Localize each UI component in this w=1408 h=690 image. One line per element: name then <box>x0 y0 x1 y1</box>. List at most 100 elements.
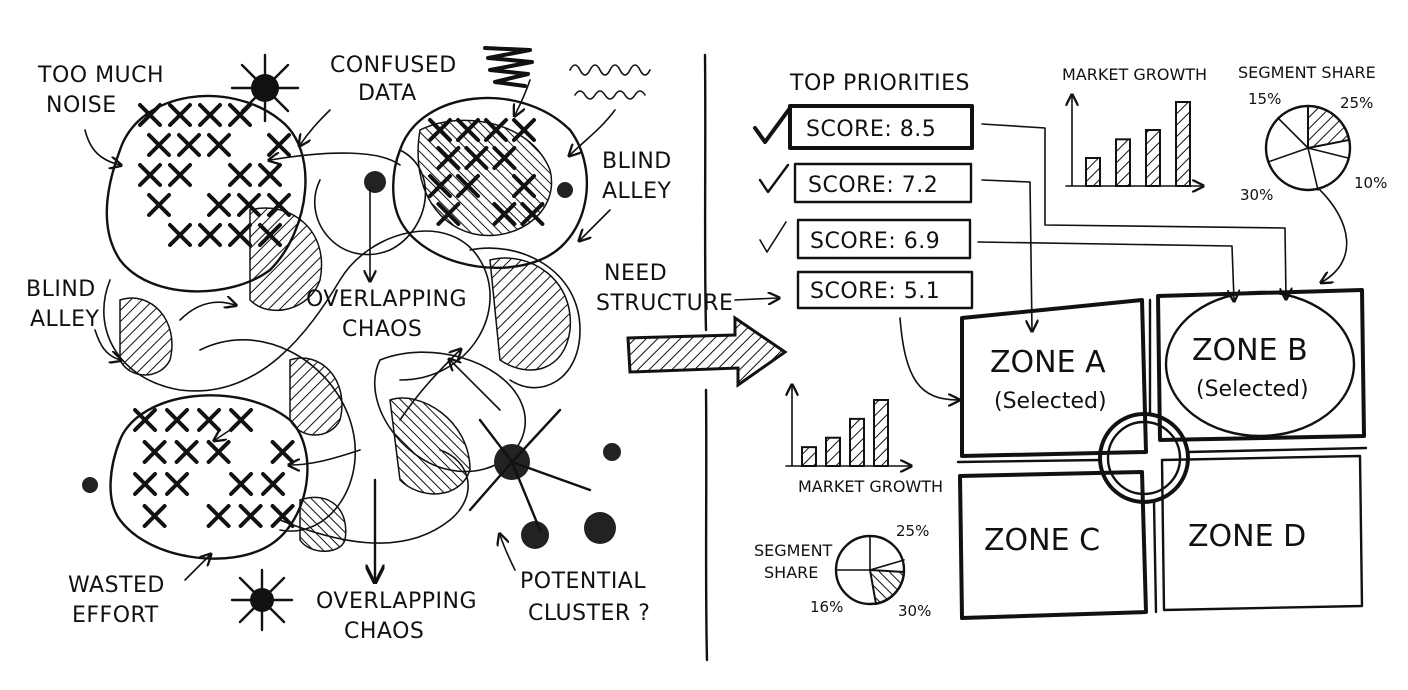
center-node-outer <box>1098 412 1190 504</box>
label-wasted: WASTED <box>68 573 165 598</box>
x-mark <box>147 133 171 157</box>
arrow-scribble <box>515 79 531 115</box>
x-mark <box>258 223 282 247</box>
top-segment-share-chart: SEGMENT SHARE 15% 25% 10% 30% <box>1238 63 1387 204</box>
bar-3 <box>1145 129 1161 187</box>
structured-panel: TOP PRIORITIES SCORE: 8.5 SCORE: 7.2 SCO… <box>753 63 1387 620</box>
label-overlapping-mid: OVERLAPPING <box>306 287 467 312</box>
x-mark <box>464 146 489 170</box>
top-pie-label-10: 10% <box>1354 174 1387 192</box>
zone-d-frame <box>1160 454 1364 612</box>
big-hatched-arrow <box>626 315 788 388</box>
arrow-mid-3 <box>399 350 460 421</box>
score-3: SCORE: 6.9 <box>810 229 940 254</box>
ink-blot-4 <box>584 512 616 544</box>
x-mark <box>492 146 517 170</box>
arrow-loop-left <box>215 430 231 440</box>
scribble-wave-1 <box>569 64 651 76</box>
zone-c-frame <box>958 470 1148 620</box>
bar-4 <box>873 399 889 467</box>
ink-blot-6 <box>82 477 98 493</box>
bar-2 <box>825 436 841 468</box>
label-need: NEED <box>604 261 667 286</box>
x-mark <box>228 223 252 247</box>
zones-grid: ZONE A (Selected) ZONE B (Selected) ZONE… <box>956 288 1368 620</box>
zone-b-frame <box>1156 288 1366 442</box>
label-structure: STRUCTURE <box>596 291 733 316</box>
score-2: SCORE: 7.2 <box>808 173 938 198</box>
arrow-confused-2 <box>270 153 401 166</box>
arrow-need-structure <box>734 298 778 300</box>
top-pie-label-30: 30% <box>1240 186 1273 204</box>
ink-starburst-top <box>230 53 300 123</box>
x-marks-cluster-bottom <box>133 408 295 528</box>
x-mark <box>142 440 167 464</box>
bar-1 <box>801 446 817 467</box>
label-cluster: CLUSTER ? <box>528 601 650 626</box>
x-mark <box>436 146 461 170</box>
connector-pie-zoneb <box>1320 189 1348 282</box>
top-pie-label-25: 25% <box>1340 94 1373 112</box>
x-mark <box>270 504 295 528</box>
top-pie-title: SEGMENT SHARE <box>1238 63 1376 82</box>
hatch-region-4 <box>289 357 343 436</box>
top-bar-title: MARKET GROWTH <box>1062 65 1207 84</box>
bottom-bar-title: MARKET GROWTH <box>798 477 943 496</box>
x-mark <box>165 408 189 432</box>
x-mark <box>238 504 263 528</box>
score-4: SCORE: 5.1 <box>810 279 940 304</box>
arrow-mid-5 <box>179 302 235 321</box>
x-mark <box>133 472 157 496</box>
arrow-mid-4 <box>450 360 501 411</box>
connector-score3-zoneb <box>977 241 1234 300</box>
ink-blot-7 <box>557 182 573 198</box>
bottom-pie-label-30: 30% <box>898 602 931 620</box>
connector-score1-zoneb <box>981 123 1286 298</box>
score-box-1 <box>788 104 974 150</box>
x-mark <box>228 163 252 187</box>
x-mark <box>237 193 261 217</box>
arrow-confused <box>300 109 331 145</box>
zone-b-ellipse <box>1164 290 1356 438</box>
top-pie-dividers <box>1267 117 1349 191</box>
ink-blot-5 <box>603 443 621 461</box>
hatch-region-5 <box>389 397 471 495</box>
hatch-region-3 <box>489 257 572 371</box>
x-mark <box>228 103 252 127</box>
label-effort: EFFORT <box>72 603 159 628</box>
arrow-scribble-2 <box>570 109 616 155</box>
x-mark <box>168 163 192 187</box>
x-mark <box>147 193 171 217</box>
top-pie-label-15: 15% <box>1248 90 1281 108</box>
label-alley-left: ALLEY <box>30 307 99 332</box>
x-mark <box>258 163 282 187</box>
x-mark <box>229 472 253 496</box>
arrow-mid-2 <box>290 449 361 465</box>
bottom-market-growth-chart: MARKET GROWTH <box>785 386 943 496</box>
bar-1 <box>1085 157 1101 187</box>
zone-b-sub: (Selected) <box>1196 377 1309 402</box>
x-mark <box>168 223 192 247</box>
bottom-pie-label-16: 16% <box>810 598 843 616</box>
bottom-pie-label-25: 25% <box>896 522 929 540</box>
x-mark <box>207 133 231 157</box>
top-pie-slice-hatched <box>1307 104 1351 150</box>
label-chaos-mid: CHAOS <box>342 317 422 342</box>
label-blind-left: BLIND <box>26 277 96 302</box>
zone-a-title: ZONE A <box>990 345 1106 380</box>
x-mark <box>197 408 221 432</box>
connector-score4-zonea <box>899 317 958 400</box>
label-data: DATA <box>358 81 417 106</box>
x-mark <box>512 118 536 142</box>
bottom-pie-title-2: SHARE <box>764 563 818 582</box>
ink-burst-lines <box>468 408 592 532</box>
score-box-4 <box>796 270 974 310</box>
chaos-loop-5 <box>469 247 581 389</box>
chaos-blob-topright <box>392 96 589 270</box>
label-too-much: TOO MUCH <box>37 63 164 88</box>
x-mark <box>133 408 157 432</box>
zones-cross-lines <box>956 298 1368 614</box>
x-mark <box>198 223 222 247</box>
x-mark <box>229 408 253 432</box>
